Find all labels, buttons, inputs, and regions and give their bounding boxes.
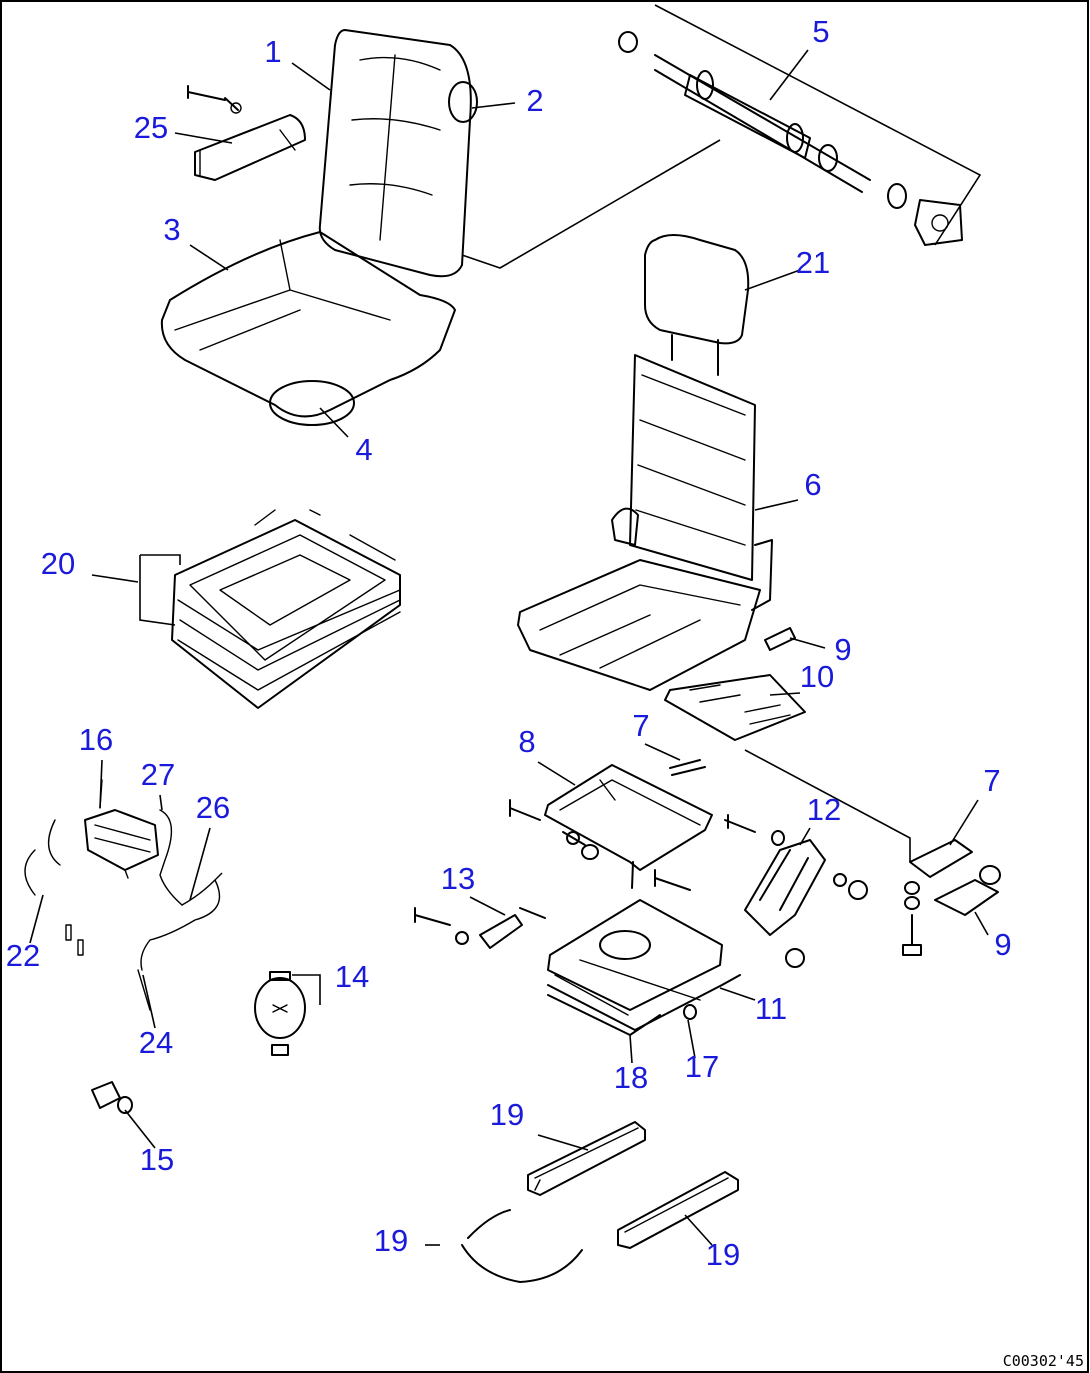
callout-1: 1 — [264, 34, 281, 69]
callout-labels: 1 2 3 4 5 6 7 7 8 9 9 10 11 12 13 14 15 … — [6, 14, 1012, 1272]
callout-3: 3 — [163, 212, 180, 247]
part-bracket-right — [744, 749, 1001, 956]
callout-19-top: 19 — [490, 1097, 524, 1132]
callout-7-right: 7 — [983, 763, 1000, 798]
part-backrest-cushion — [318, 29, 478, 278]
callout-24: 24 — [139, 1025, 173, 1060]
callout-20: 20 — [41, 546, 75, 581]
callout-7-upper: 7 — [632, 708, 649, 743]
callout-27: 27 — [141, 757, 175, 792]
part-damper — [744, 839, 826, 968]
callout-16: 16 — [79, 722, 113, 757]
callout-18: 18 — [614, 1060, 648, 1095]
part-pin-and-labels — [664, 627, 806, 741]
callout-10: 10 — [800, 659, 834, 694]
part-seat-cushion — [160, 231, 456, 426]
callout-21: 21 — [796, 245, 830, 280]
part-seat-springs — [91, 509, 401, 709]
callout-15: 15 — [140, 1142, 174, 1177]
part-seat-frame — [517, 354, 773, 691]
callout-22: 22 — [6, 938, 40, 973]
callout-17: 17 — [685, 1049, 719, 1084]
part-slide-frame — [509, 759, 868, 900]
drawing-code: C00302'45 — [1003, 1352, 1084, 1370]
callout-9-upper: 9 — [834, 632, 851, 667]
callout-13: 13 — [441, 861, 475, 896]
callout-8: 8 — [518, 724, 535, 759]
part-suspension-base — [414, 899, 741, 1036]
callout-5: 5 — [812, 14, 829, 49]
part-valve — [91, 1081, 133, 1114]
part-armrest — [187, 85, 306, 181]
part-recliner-shaft — [461, 4, 982, 269]
callout-2: 2 — [526, 83, 543, 118]
part-air-spring — [254, 971, 321, 1056]
callout-19-left: 19 — [374, 1223, 408, 1258]
callout-4: 4 — [355, 432, 372, 467]
part-headrest — [644, 234, 750, 376]
callout-9-right: 9 — [994, 927, 1011, 962]
callout-6: 6 — [804, 467, 821, 502]
callout-14: 14 — [335, 959, 369, 994]
callout-19-right: 19 — [706, 1237, 740, 1272]
callout-25: 25 — [134, 110, 168, 145]
callout-12: 12 — [807, 792, 841, 827]
leader-lines — [29, 49, 989, 1246]
part-slide-rails — [461, 1121, 739, 1283]
callout-26: 26 — [196, 790, 230, 825]
callout-11: 11 — [755, 991, 787, 1026]
